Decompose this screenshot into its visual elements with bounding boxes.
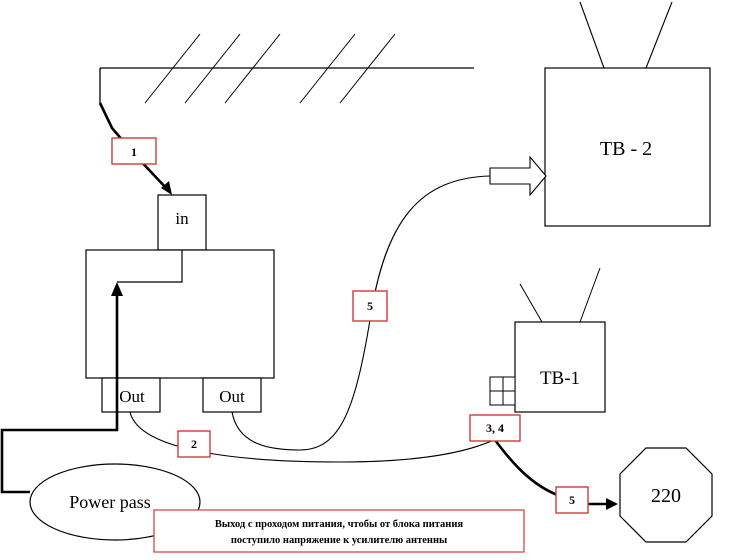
splitter-in-port	[157, 194, 207, 251]
splitter-out-right-label: Out	[219, 387, 245, 406]
splitter-in-label: in	[175, 209, 189, 228]
note-line-2: поступило напряжение к усилителю антенны	[231, 535, 447, 546]
splitter-out-left-label: Out	[119, 387, 145, 406]
marker-5-lower-text: 5	[569, 493, 575, 507]
splitter-body	[85, 249, 275, 379]
marker-1: 1	[111, 137, 157, 165]
marker-1-text: 1	[131, 145, 137, 159]
antenna	[99, 33, 474, 104]
marker-3-4: 3, 4	[469, 414, 521, 442]
splitter-out-left-port	[101, 377, 161, 413]
tv2-input-arrow	[489, 155, 547, 197]
marker-2-text: 2	[191, 437, 197, 451]
marker-5-upper-text: 5	[367, 299, 373, 313]
note-line-1: Выход с проходом питания, чтобы от блока…	[215, 519, 463, 530]
cable-out-left-to-tv1	[129, 411, 499, 463]
marker-5-upper: 5	[352, 290, 388, 322]
marker-3-4-text: 3, 4	[486, 421, 504, 435]
cable-out-right-to-tv2	[231, 175, 491, 451]
marker-2: 2	[177, 430, 211, 458]
tv2	[544, 1, 711, 227]
cable-tv1-to-outlet	[493, 439, 618, 510]
tv1-label: ТВ-1	[540, 368, 580, 389]
power-feed-line	[0, 282, 123, 494]
outlet-220	[619, 447, 713, 543]
outlet-label: 220	[651, 485, 681, 507]
power-pass-note: Выход с проходом питания, чтобы от блока…	[153, 509, 525, 553]
tv1	[489, 267, 606, 413]
marker-5-lower: 5	[555, 486, 589, 514]
power-pass-label: Power pass	[69, 492, 151, 512]
tv2-label: ТВ - 2	[600, 138, 652, 160]
